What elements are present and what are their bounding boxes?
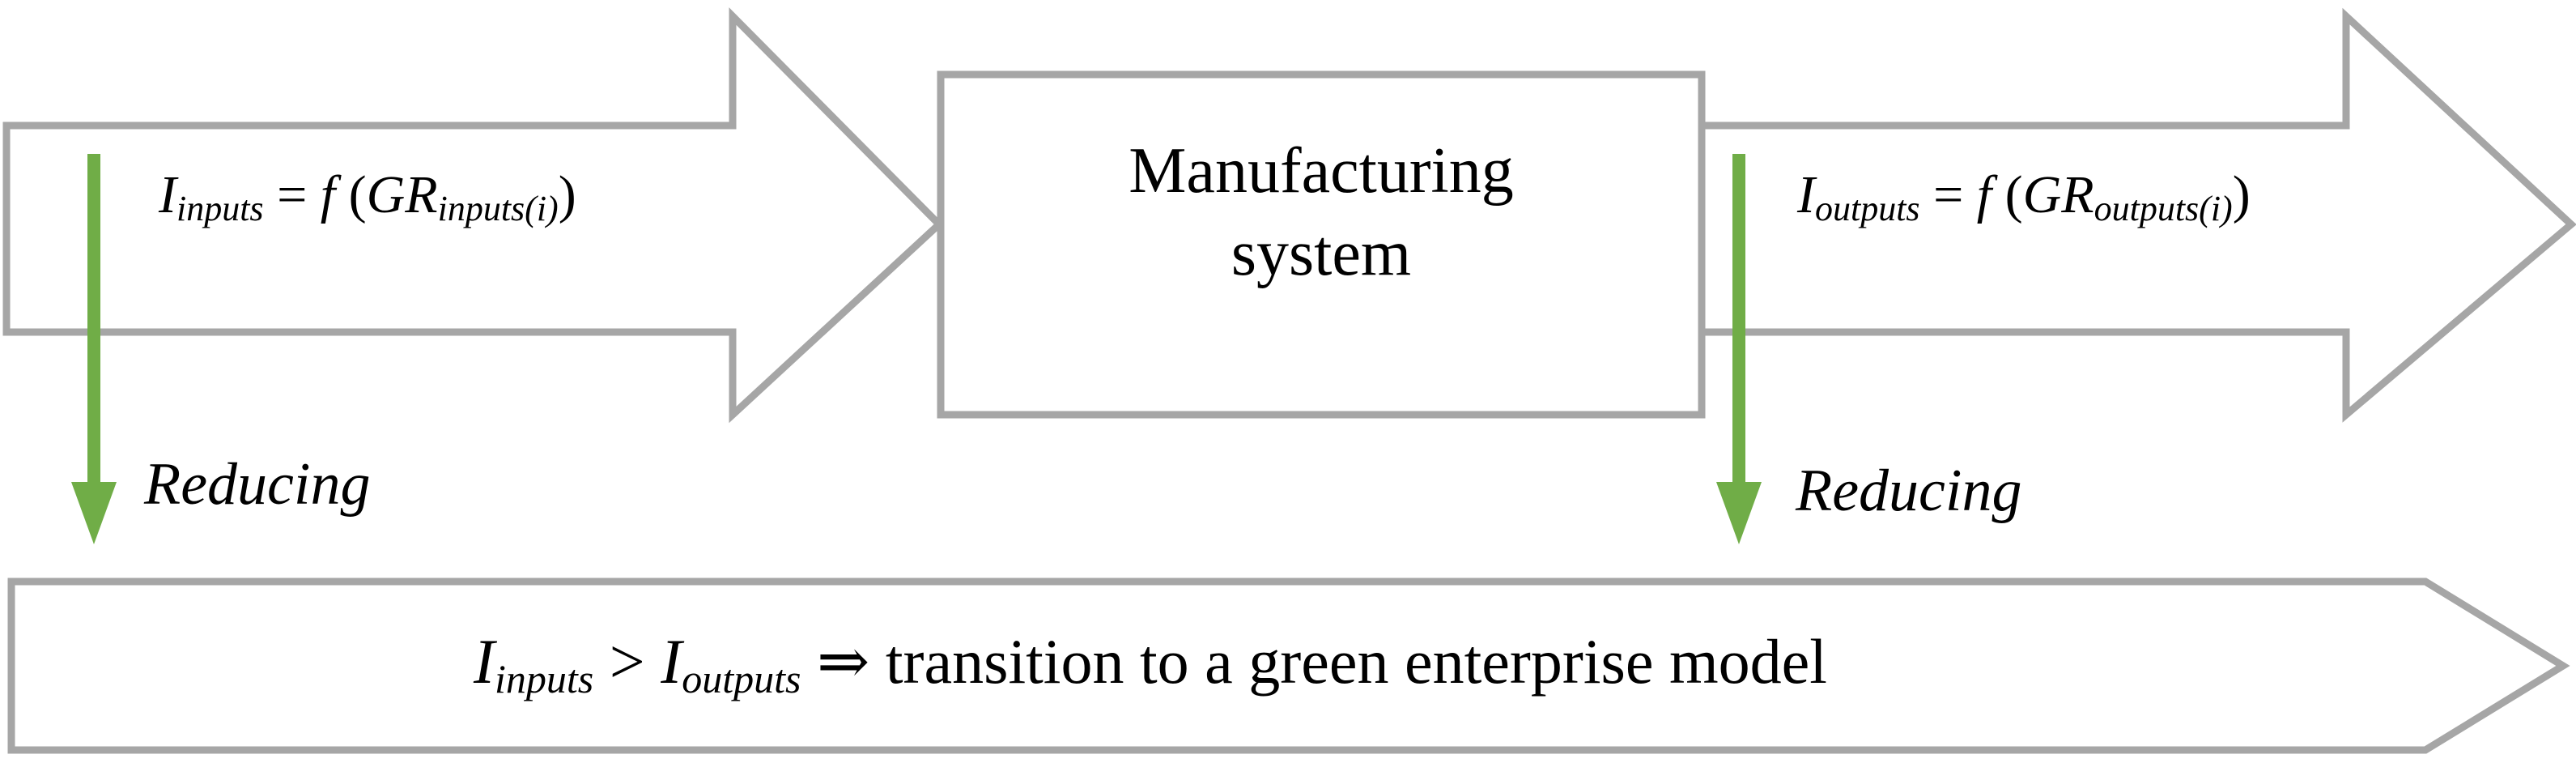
manufacturing-system-label-line1: Manufacturing	[1129, 135, 1514, 207]
conclusion-lhs: I	[474, 626, 495, 697]
inputs-formula-close-paren: )	[558, 165, 576, 224]
outputs-formula-lhs-subscript: outputs	[1814, 189, 1920, 228]
conclusion-statement: transition to a green enterprise model	[885, 626, 1827, 697]
manufacturing-system-label: Manufacturing system	[941, 130, 1702, 296]
reducing-label-inputs: Reducing	[144, 451, 371, 518]
outputs-formula-open-paren: (	[2004, 165, 2023, 224]
outputs-formula-lhs: I	[1797, 165, 1815, 224]
outputs-formula: Ioutputs = f (GRoutputs(i))	[1797, 164, 2251, 228]
conclusion-rhs: I	[661, 626, 682, 697]
inputs-formula: Iinputs = f (GRinputs(i))	[159, 164, 576, 228]
inputs-formula-rhs: GR	[366, 165, 438, 224]
inputs-formula-lhs: I	[159, 165, 176, 224]
outputs-formula-rhs-subscript: outputs(i)	[2094, 189, 2233, 228]
inputs-formula-rhs-subscript: inputs(i)	[437, 189, 559, 228]
inputs-formula-lhs-subscript: inputs	[176, 189, 264, 228]
outputs-formula-operator: =	[1933, 165, 1964, 224]
conclusion-banner-shape	[7, 578, 2570, 754]
inputs-arrow-shape	[2, 7, 945, 424]
reducing-label-outputs: Reducing	[1796, 458, 2022, 524]
outputs-formula-rhs: GR	[2022, 165, 2094, 224]
inputs-formula-open-paren: (	[348, 165, 367, 224]
green-down-arrow-outputs-shape	[1716, 154, 1762, 544]
inputs-formula-operator: =	[277, 165, 308, 224]
outputs-formula-function: f	[1976, 165, 1992, 224]
conclusion-comparison: >	[609, 626, 645, 697]
manufacturing-system-box-shape	[937, 70, 1706, 419]
conclusion-implies-icon: ⇒	[816, 626, 870, 697]
inputs-formula-function: f	[320, 165, 336, 224]
outputs-formula-close-paren: )	[2232, 165, 2251, 224]
conclusion-lhs-subscript: inputs	[494, 656, 594, 701]
manufacturing-system-label-line2: system	[1231, 218, 1412, 290]
green-down-arrow-inputs-shape	[71, 154, 117, 544]
conclusion-banner-text: Iinputs > Ioutputs ⇒ transition to a gre…	[474, 625, 1827, 701]
outputs-arrow-shape	[1698, 7, 2576, 423]
conclusion-rhs-subscript: outputs	[682, 656, 801, 701]
